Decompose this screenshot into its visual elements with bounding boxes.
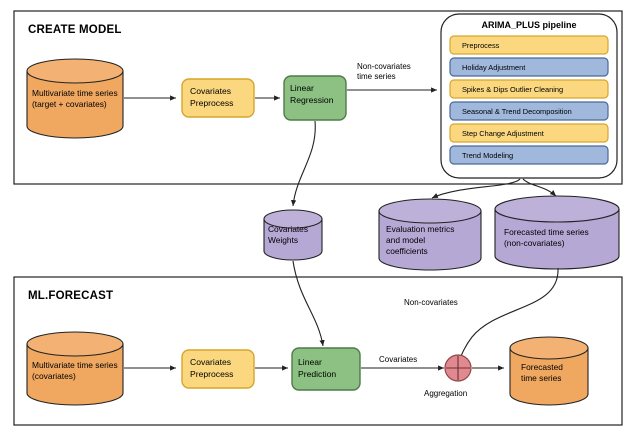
ml-forecast-preprocess-box <box>181 349 255 389</box>
create-model-preprocess-box <box>181 78 255 118</box>
edge-pipeline-to-forecasted-non-covariates <box>522 178 557 197</box>
evaluation-metrics-cylinder <box>378 198 482 271</box>
pipeline-step-rect-3 <box>449 101 609 121</box>
pipeline-step-rect-0 <box>449 35 609 55</box>
ml-forecast-source-cylinder <box>26 331 124 406</box>
forecasted-non-covariates-cylinder <box>494 195 620 270</box>
edge-pipeline-to-evaluation-metrics <box>431 178 521 199</box>
edge-regression-to-covariates-weights <box>290 120 316 207</box>
aggregation-node <box>444 354 472 382</box>
pipeline-step-rect-5 <box>449 145 609 165</box>
pipeline-step-rect-4 <box>449 123 609 143</box>
pipeline-step-rect-2 <box>449 79 609 99</box>
edge-covariates-weights-to-prediction <box>292 260 325 347</box>
ml-forecast-output-cylinder <box>509 336 589 406</box>
create-model-source-cylinder <box>26 58 124 139</box>
linear-regression-box <box>283 75 347 121</box>
linear-prediction-box <box>291 347 361 391</box>
pipeline-step-rect-1 <box>449 57 609 77</box>
covariates-weights-cylinder <box>263 209 323 261</box>
